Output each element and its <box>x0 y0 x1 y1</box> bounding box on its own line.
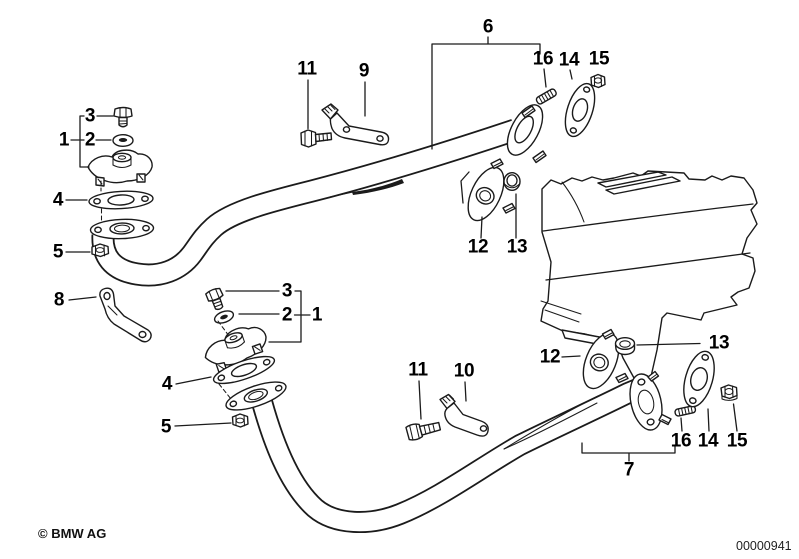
flange12-studs-lower <box>601 328 629 384</box>
flange-studs-upper <box>521 105 547 164</box>
flange12-studs-upper <box>490 158 516 214</box>
callout-top-12: 12 <box>467 236 489 258</box>
seal-ring-part13-upper <box>503 171 521 191</box>
callout-bottom-16: 16 <box>670 430 692 452</box>
callout-top-13: 13 <box>506 236 528 258</box>
gasket-part4-upper <box>88 190 154 210</box>
callout-bottom-1: 1 <box>311 304 323 326</box>
nut-part15-upper <box>590 73 606 89</box>
callout-top-2: 2 <box>84 129 96 151</box>
callout-top-9: 9 <box>358 60 370 82</box>
callout-bottom-4: 4 <box>161 373 173 395</box>
copyright-text: © BMW AG <box>38 526 107 541</box>
callout-bottom-8: 8 <box>53 289 65 311</box>
assembly-axis-dashes-upper <box>100 180 103 221</box>
bolt-part3-lower <box>205 287 224 311</box>
nut-part5-lower <box>231 413 249 428</box>
callout-bottom-15: 15 <box>726 430 748 452</box>
gasket-part14-upper <box>564 82 596 138</box>
callout-bottom-10: 10 <box>453 360 475 382</box>
washer-part2-upper <box>112 133 134 147</box>
assembly-axis-dashes-lower <box>217 320 232 400</box>
flange7-studs <box>647 370 672 426</box>
callout-top-15: 15 <box>588 48 610 70</box>
bracket-part8 <box>99 287 152 343</box>
position-mark <box>460 171 470 204</box>
callout-leader-lines <box>65 36 738 462</box>
callout-top-6: 6 <box>482 16 494 38</box>
seal-ring-part13-lower <box>614 337 636 356</box>
engine-flange-part12-upper <box>467 166 505 222</box>
callout-bottom-12: 12 <box>539 346 561 368</box>
bolt-part3-upper <box>113 106 133 128</box>
callout-bottom-5: 5 <box>160 416 172 438</box>
callout-top-3: 3 <box>84 105 96 127</box>
exhaust-pipe-6 <box>91 119 519 287</box>
callout-bottom-13: 13 <box>708 332 730 354</box>
callout-bottom-7: 7 <box>623 459 635 481</box>
callout-bottom-2: 2 <box>281 304 293 326</box>
mount-plate-part1-upper <box>87 149 153 187</box>
callout-top-11: 11 <box>297 58 317 80</box>
document-number: 00000941 <box>736 539 792 553</box>
nut-part5-upper <box>91 243 110 258</box>
pipe7-end-flange <box>629 373 663 431</box>
pipe6-end-flange <box>506 104 544 156</box>
callout-bottom-11: 11 <box>408 359 428 381</box>
callout-bottom-3: 3 <box>281 280 293 302</box>
bolt-part11-lower <box>405 421 442 441</box>
pipe-flange-upper <box>89 218 155 240</box>
callout-top-16: 16 <box>532 48 554 70</box>
bracket-part9 <box>321 103 390 146</box>
callout-top-5: 5 <box>52 241 64 263</box>
nut-part15-lower <box>720 384 738 401</box>
washer-part2-lower <box>213 310 235 324</box>
callout-top-14: 14 <box>558 49 580 71</box>
exhaust-pipe-7 <box>251 377 645 533</box>
callout-bottom-14: 14 <box>697 430 719 452</box>
gasket-part14-lower <box>683 350 715 408</box>
gasket-part4-lower <box>212 355 276 385</box>
bolt-part11-upper <box>300 129 333 148</box>
bracket-part10 <box>439 393 489 437</box>
mount-plate-part1-lower <box>204 326 267 373</box>
callout-top-4: 4 <box>52 189 64 211</box>
stud-part16-lower <box>674 405 697 417</box>
stud-part16-upper <box>535 88 557 105</box>
callout-top-1: 1 <box>58 129 70 151</box>
pipe-flange-lower <box>225 381 287 411</box>
